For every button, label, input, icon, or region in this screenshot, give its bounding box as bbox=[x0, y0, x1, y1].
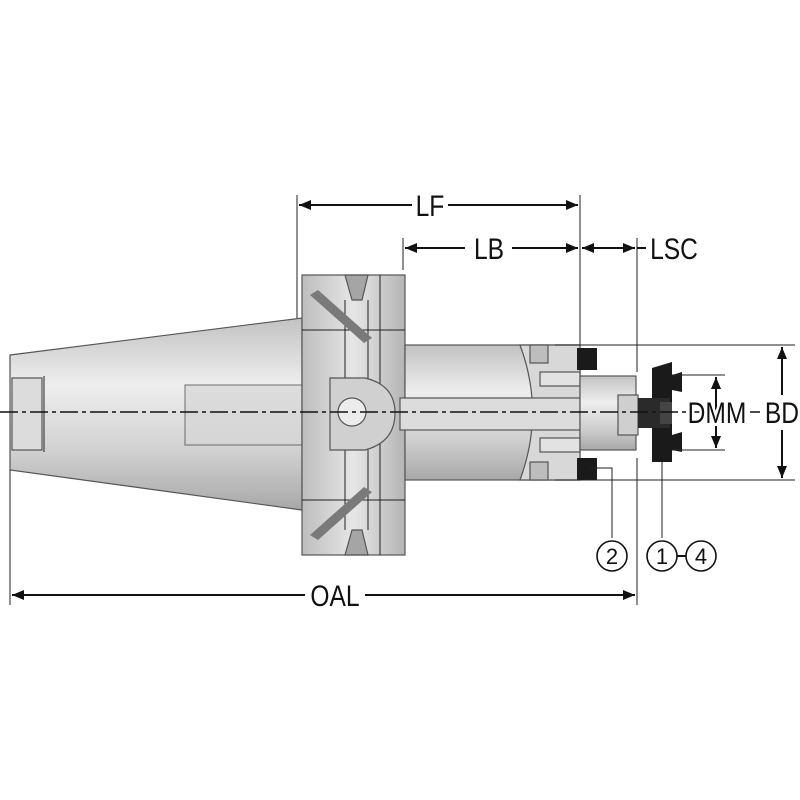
dimension-oal: OAL bbox=[12, 579, 635, 613]
label-dmm: DMM bbox=[688, 396, 747, 430]
label-lsc: LSC bbox=[650, 232, 698, 266]
drive-keys bbox=[577, 348, 597, 480]
dimension-lb: LB bbox=[405, 232, 578, 266]
callout-leaders bbox=[590, 462, 663, 538]
dimension-bd: BD bbox=[765, 347, 799, 478]
callout-1-text: 1 bbox=[656, 544, 668, 569]
dimension-lf: LF bbox=[299, 189, 578, 223]
label-lf: LF bbox=[416, 189, 445, 223]
callout-2: 2 bbox=[596, 540, 628, 572]
dimension-lsc: LSC bbox=[582, 232, 698, 266]
label-bd: BD bbox=[765, 396, 799, 430]
taper-shank bbox=[9, 317, 303, 511]
drive-pin bbox=[329, 377, 396, 451]
callout-4-text: 4 bbox=[695, 544, 707, 569]
label-oal: OAL bbox=[310, 579, 359, 613]
arbor-pilot bbox=[579, 375, 639, 451]
extension-lines bbox=[9, 195, 795, 605]
dimension-dmm: DMM bbox=[685, 377, 749, 448]
callout-1-4: 1 4 bbox=[646, 540, 717, 572]
callout-2-text: 2 bbox=[606, 544, 618, 569]
label-lb: LB bbox=[474, 232, 504, 266]
